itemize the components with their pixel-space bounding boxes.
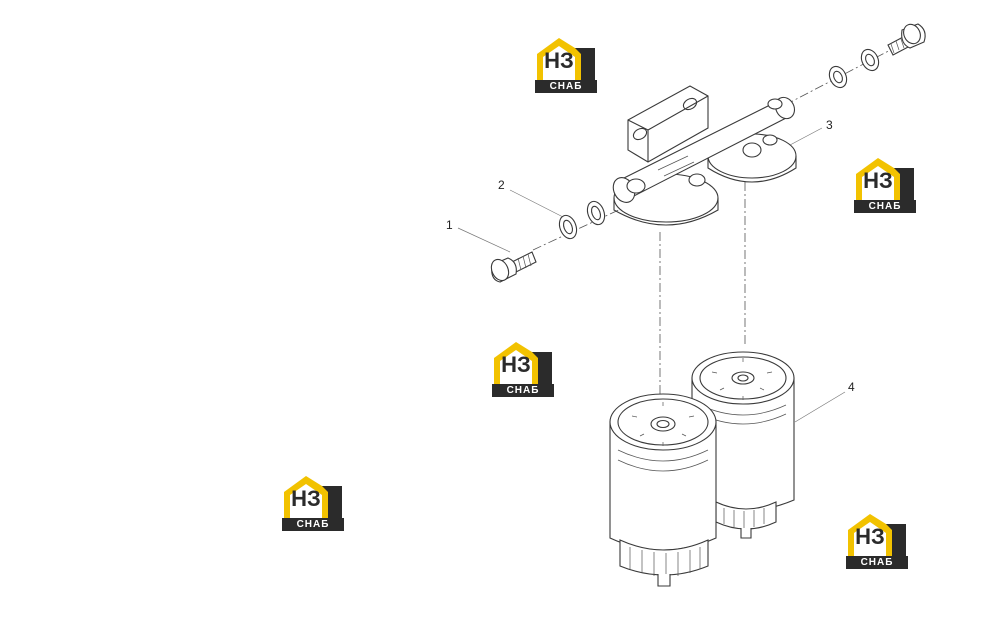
- watermark-logo: НЗ СНАБ: [846, 512, 908, 572]
- watermark-logo: НЗ СНАБ: [535, 36, 597, 96]
- callout-1: 1: [446, 218, 453, 232]
- logo-house-icon: [494, 342, 552, 384]
- logo-house-icon: [284, 476, 342, 518]
- part-4-filter-right: [691, 351, 795, 539]
- logo-house-icon: [537, 38, 595, 80]
- leader-line-3: [789, 127, 823, 146]
- leader-line-1: [457, 227, 511, 253]
- logo-brand: НЗ: [855, 524, 885, 549]
- callout-2: 2: [498, 178, 505, 192]
- logo-brand: НЗ: [863, 168, 893, 193]
- logo-house-icon: [848, 514, 906, 556]
- logo-sub: СНАБ: [492, 384, 554, 397]
- callout-3: 3: [826, 118, 833, 132]
- logo-brand: НЗ: [501, 352, 531, 377]
- logo-house-icon: [856, 158, 914, 200]
- part-1-bolt: [490, 251, 537, 283]
- leader-line-4: [794, 391, 846, 423]
- logo-brand: НЗ: [291, 486, 321, 511]
- part-4-filter-left: [609, 393, 717, 587]
- watermark-logo: НЗ СНАБ: [282, 474, 344, 534]
- watermark-logo: НЗ СНАБ: [492, 340, 554, 400]
- leader-line-2: [509, 189, 566, 219]
- logo-sub: СНАБ: [282, 518, 344, 531]
- part-2-washers: [558, 200, 606, 240]
- logo-sub: СНАБ: [846, 556, 908, 569]
- logo-brand: НЗ: [544, 48, 574, 73]
- part-banjo-bolt: [887, 23, 926, 56]
- callout-4: 4: [848, 380, 855, 394]
- logo-sub: СНАБ: [535, 80, 597, 93]
- part-washers-upper: [828, 48, 880, 89]
- watermark-logo: НЗ СНАБ: [854, 156, 916, 216]
- part-3-filter-head: [612, 85, 797, 226]
- logo-sub: СНАБ: [854, 200, 916, 213]
